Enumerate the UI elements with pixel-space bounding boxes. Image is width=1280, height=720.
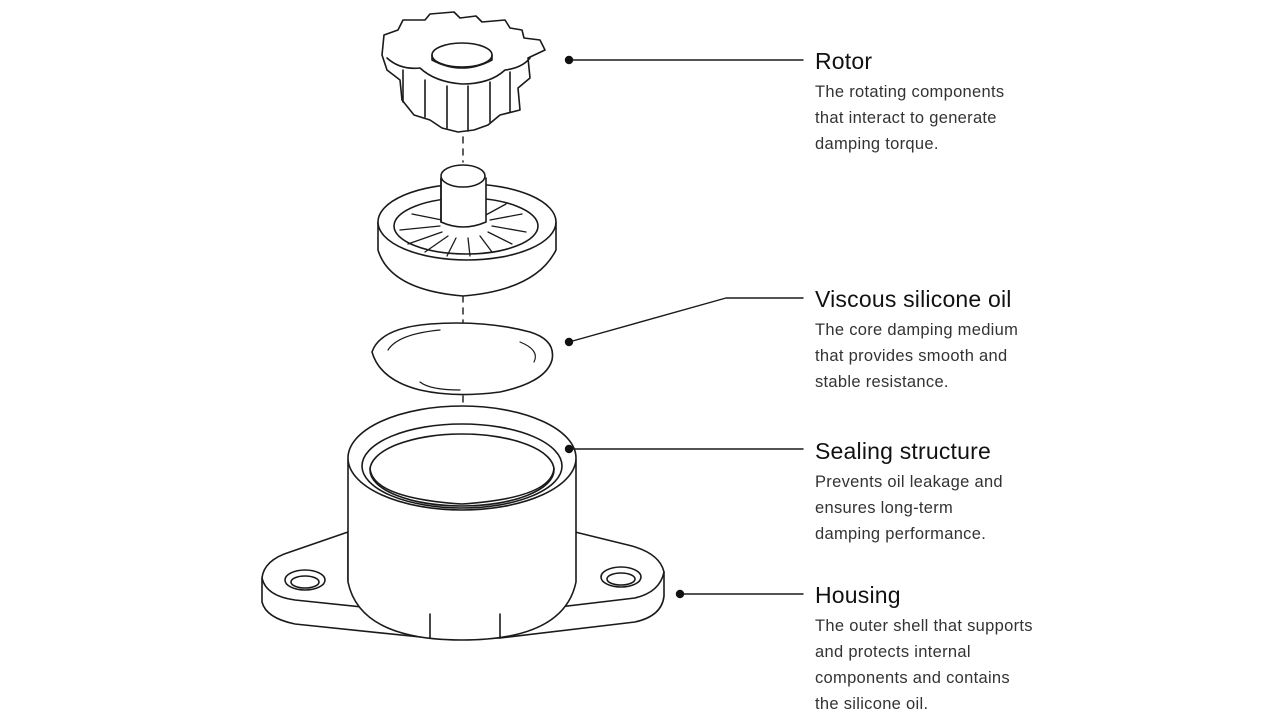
description-line: and protects internal	[815, 643, 971, 661]
gear-rotor	[381, 11, 546, 133]
description-line: damping performance.	[815, 525, 987, 543]
description-line: components and contains	[815, 669, 1010, 687]
leader-dot-housing	[675, 589, 685, 599]
description-line: The outer shell that supports	[815, 617, 1033, 635]
callout-description: Prevents oil leakage and ensures long-te…	[815, 469, 1115, 547]
leader-lines	[568, 59, 804, 595]
callout-title: Sealing structure	[815, 438, 991, 464]
leader-dot-oil	[564, 337, 574, 347]
description-line: that provides smooth and	[815, 347, 1008, 365]
callout-title: Viscous silicone oil	[815, 286, 1012, 312]
callout-title: Housing	[815, 582, 901, 608]
housing	[261, 405, 665, 641]
callout-description: The rotating components that interact to…	[815, 79, 1115, 157]
description-line: stable resistance.	[815, 373, 949, 391]
callout-description: The outer shell that supports and protec…	[815, 613, 1115, 717]
callout-sealing-structure: Sealing structure Prevents oil leakage a…	[815, 437, 1115, 547]
leader-dot-rotor	[564, 55, 574, 65]
description-line: The core damping medium	[815, 321, 1019, 339]
leader-dot-seal	[564, 444, 574, 454]
callout-viscous-silicone-oil: Viscous silicone oil The core damping me…	[815, 285, 1115, 395]
description-line: that interact to generate	[815, 109, 997, 127]
description-line: Prevents oil leakage and	[815, 473, 1003, 491]
impeller-disk	[377, 164, 557, 297]
description-line: damping torque.	[815, 135, 939, 153]
silicone-oil-film	[371, 322, 554, 396]
description-line: ensures long-term	[815, 499, 954, 517]
callout-rotor: Rotor The rotating components that inter…	[815, 47, 1115, 157]
description-line: the silicone oil.	[815, 695, 929, 713]
callout-description: The core damping medium that provides sm…	[815, 317, 1115, 395]
callout-housing: Housing The outer shell that supports an…	[815, 581, 1115, 717]
callout-title: Rotor	[815, 48, 873, 74]
description-line: The rotating components	[815, 83, 1005, 101]
leader-line-oil	[568, 297, 804, 343]
